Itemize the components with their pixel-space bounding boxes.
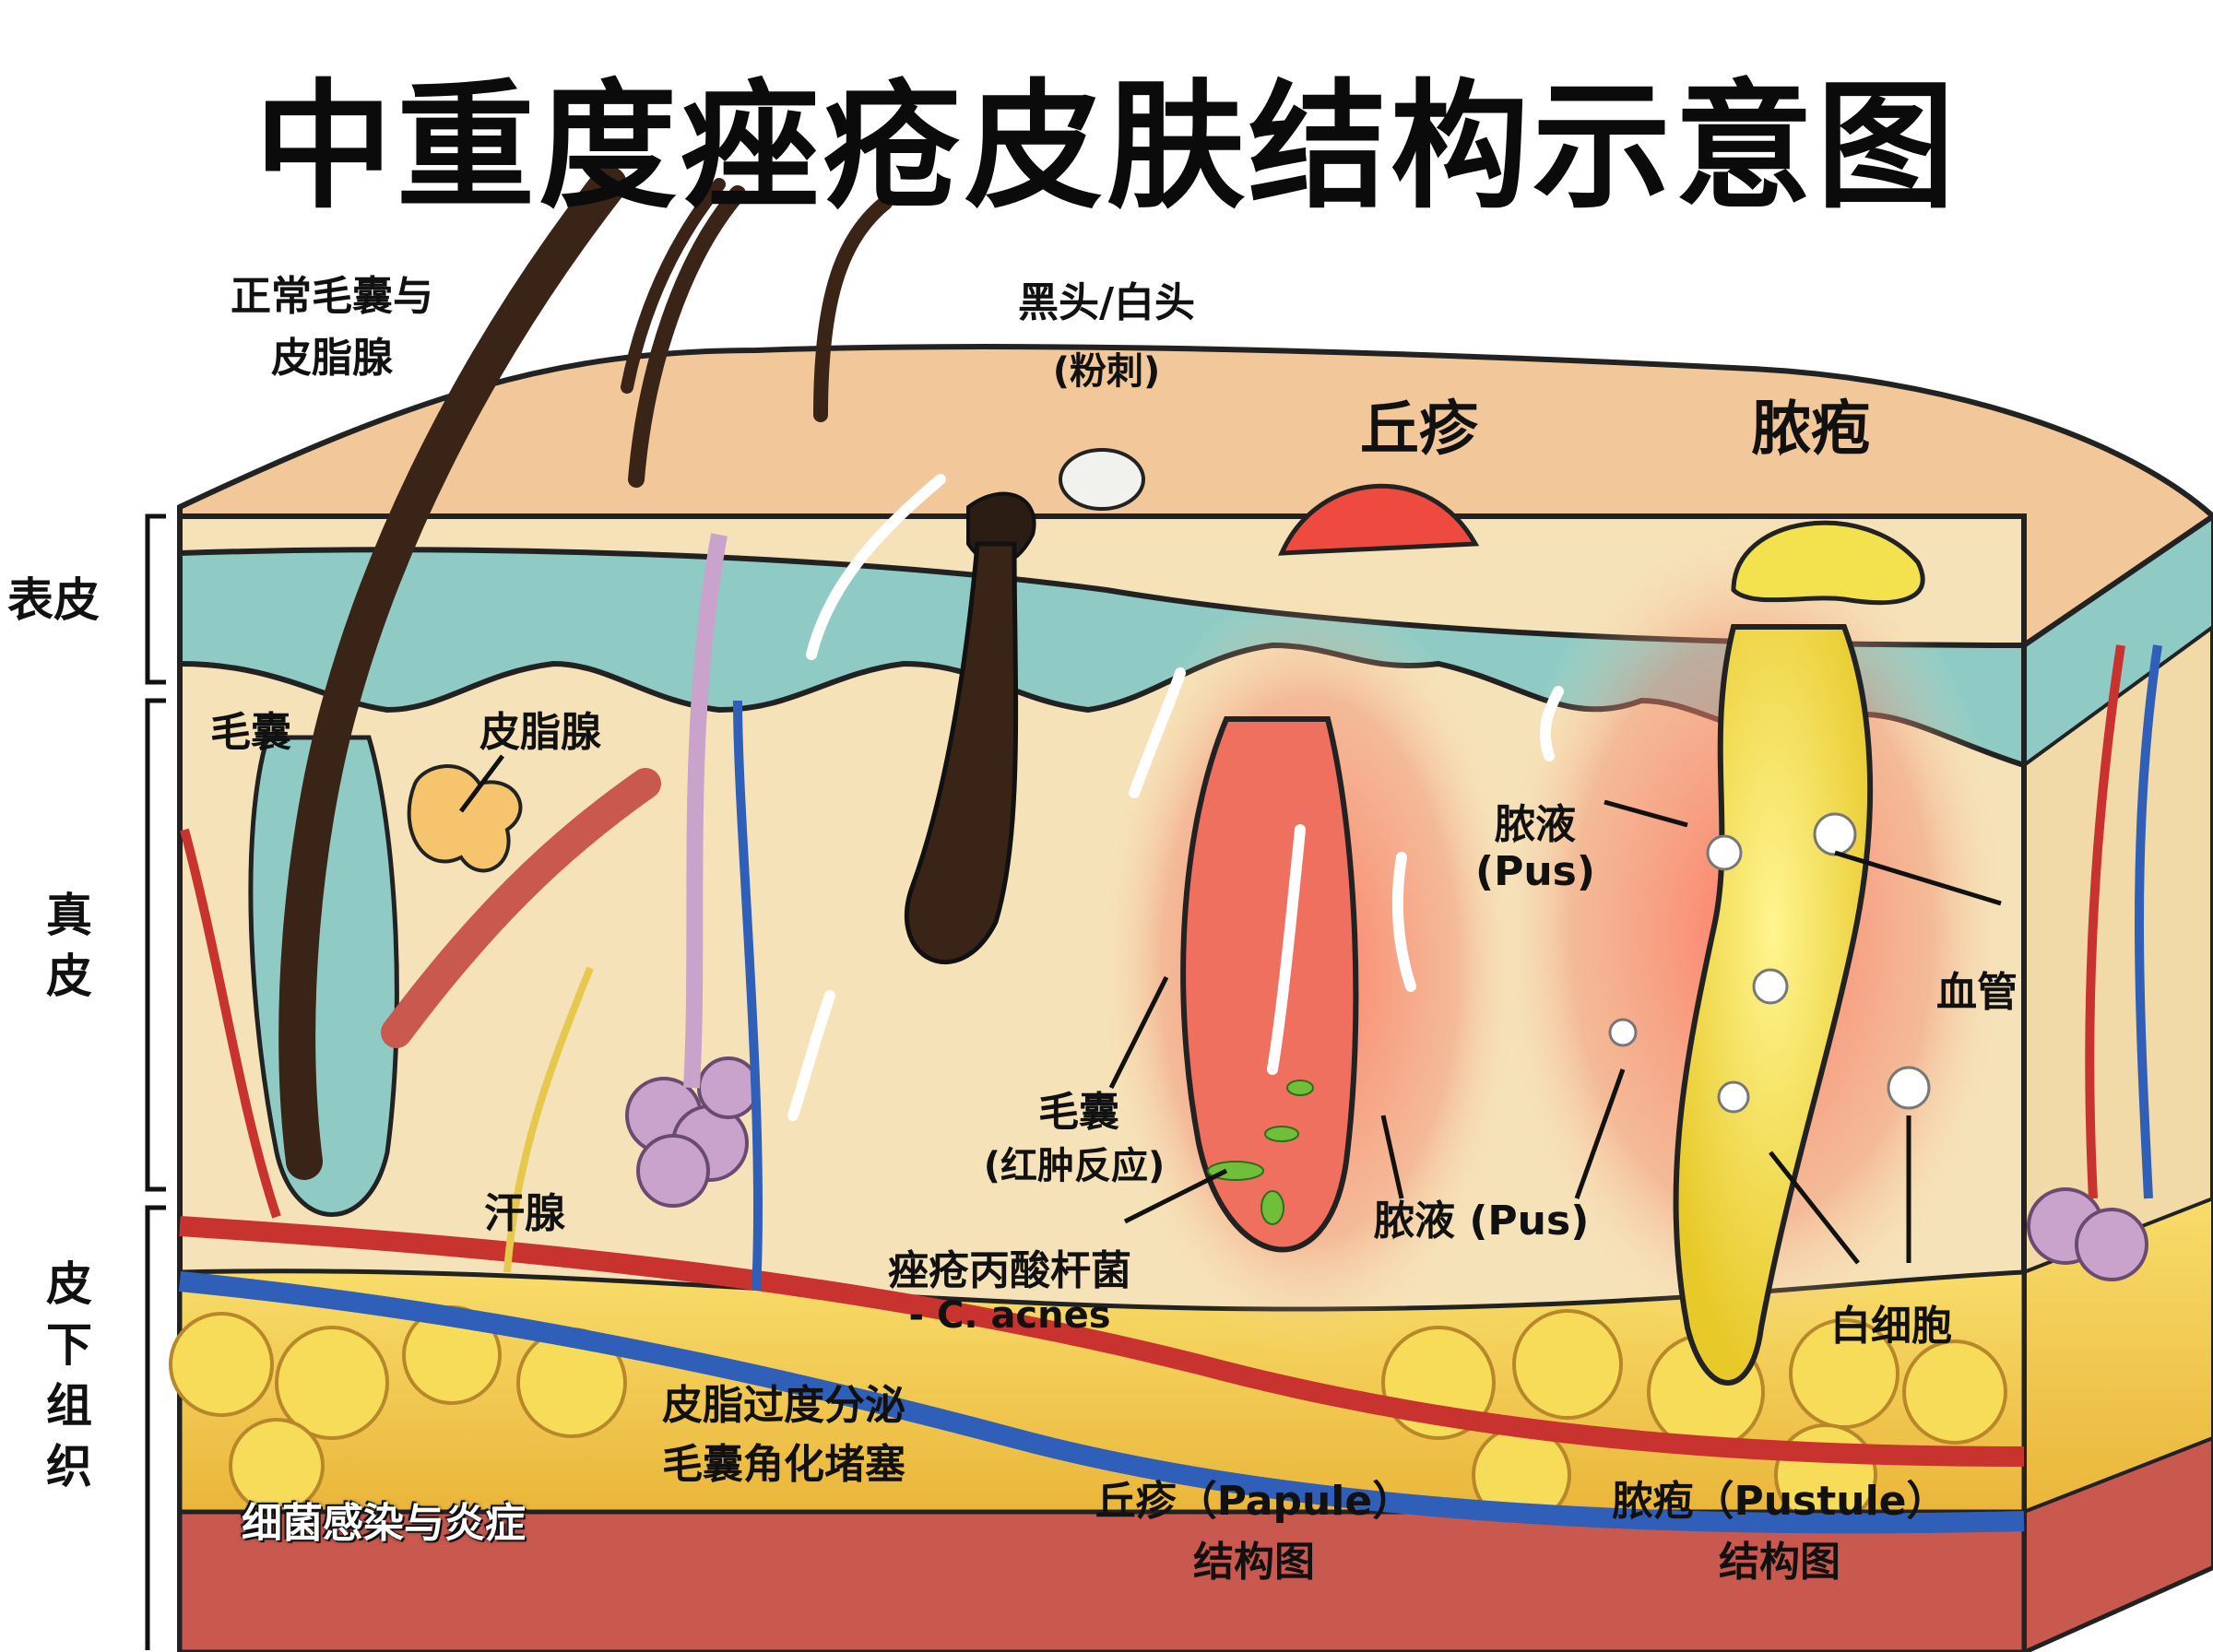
sweat-duct	[683, 533, 728, 1089]
normal-follicle-shaft	[278, 166, 627, 1180]
fat-cells	[169, 1305, 2007, 1527]
label-infection: 细菌感染与炎症	[242, 1500, 526, 1547]
callout-lines	[459, 754, 2002, 1265]
papule-dome	[1278, 484, 1480, 556]
page-title: 中重度痤疮皮肤结构示意图	[254, 67, 1959, 228]
label-normal-follicle-2: 皮脂腺	[271, 335, 393, 382]
artery-branch-2	[2085, 644, 2125, 1199]
label-overproduction-2: 毛囊角化堵塞	[662, 1441, 905, 1488]
label-pustule: 脓疱	[1752, 395, 1870, 464]
label-pus-inline: 脓液 (Pus)	[1374, 1198, 1590, 1245]
label-normal-follicle-1: 正常毛囊与	[231, 273, 433, 320]
pustule-head	[1731, 520, 1925, 606]
sweat-gland-coil-2	[2027, 1187, 2148, 1281]
label-c-acnes-2: - C. acnes	[908, 1294, 1111, 1337]
nerve	[503, 966, 594, 1273]
label-sweat-gland: 汗腺	[484, 1190, 565, 1237]
layer-label-epidermis: 表皮	[7, 573, 100, 627]
sebaceous-gland-normal	[407, 764, 523, 873]
label-comedone-1: 黑头/白头	[1017, 279, 1196, 326]
blackhead-follicle	[905, 541, 1019, 964]
label-follicle-inflamed-2: (红肿反应)	[983, 1145, 1166, 1187]
artery-branch-1	[180, 828, 281, 1219]
label-pustule-struct-2: 结构图	[1719, 1539, 1840, 1586]
layer-label-subcutis: 皮下组织	[46, 1257, 92, 1493]
label-pus-1: 脓液	[1495, 801, 1576, 848]
label-hair-follicle: 毛囊	[210, 709, 291, 756]
label-white-cell: 白细胞	[1830, 1303, 1952, 1350]
hair-strand-3	[621, 178, 726, 394]
label-c-acnes-1: 痤疮丙酸杆菌	[888, 1247, 1131, 1294]
label-blood-vessel: 血管	[1936, 969, 2018, 1016]
vein-branch-2	[2135, 644, 2162, 1199]
label-follicle-inflamed-1: 毛囊	[1038, 1089, 1119, 1136]
layer-brackets	[145, 513, 166, 1650]
whitehead	[1059, 448, 1145, 511]
hair-strand-2	[813, 195, 893, 422]
label-papule: 丘疹	[1360, 395, 1478, 464]
label-papule-struct-1: 丘疹（Papule）	[1095, 1478, 1414, 1525]
sweat-gland-coil	[625, 1056, 760, 1208]
label-comedone-2: (粉刺)	[1052, 350, 1161, 393]
label-overproduction-1: 皮脂过度分泌	[662, 1382, 905, 1429]
label-pus-2: (Pus)	[1475, 848, 1595, 895]
papule-follicle	[1180, 716, 1359, 1253]
label-sebaceous-gland: 皮脂腺	[479, 709, 601, 756]
white-blood-cells	[1608, 812, 1931, 1114]
layer-label-dermis: 真皮	[46, 889, 92, 1003]
vein	[178, 1271, 2025, 1534]
label-papule-struct-2: 结构图	[1193, 1539, 1315, 1586]
artery	[179, 1216, 2025, 1467]
process-arrows	[787, 474, 1564, 1121]
hair-strand-1	[628, 185, 746, 488]
vein-branch-1	[733, 700, 763, 1292]
pustule-body	[1673, 624, 1874, 1386]
label-pustule-struct-1: 脓疱（Pustule）	[1612, 1478, 1947, 1525]
arrector-muscle	[381, 768, 661, 1048]
